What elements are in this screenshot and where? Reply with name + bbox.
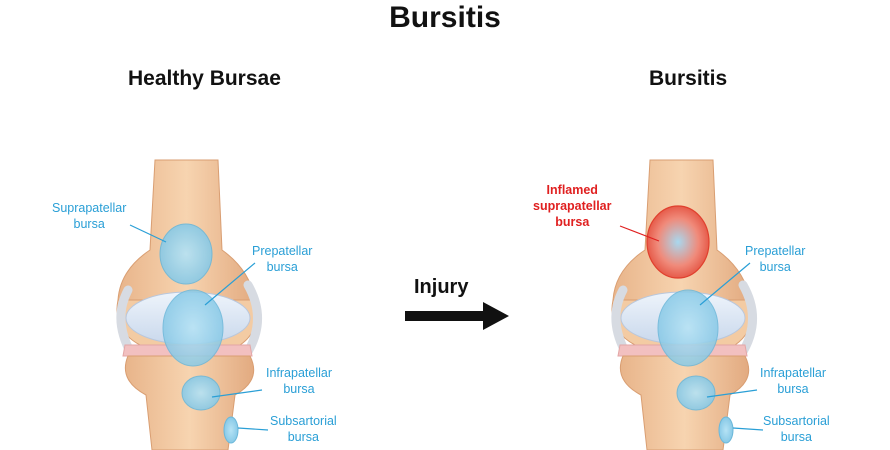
subsartorial-bursa: [223, 416, 239, 444]
infrapatellar-bursa: [676, 375, 716, 411]
page-title: Bursitis: [389, 1, 501, 34]
suprapatellar-bursa: [159, 223, 213, 285]
inflamed-suprapatellar-bursa: [646, 205, 710, 279]
bursitis-heading: Bursitis: [649, 67, 728, 90]
prepatellar-bursa: [657, 289, 719, 367]
arrow-right-icon: [405, 302, 509, 330]
injury-label: Injury: [414, 276, 469, 298]
infrapatellar-bursa: [181, 375, 221, 411]
subsartorial-bursa: [718, 416, 734, 444]
prepatellar-bursa: [162, 289, 224, 367]
healthy-heading: Healthy Bursae: [128, 67, 281, 90]
